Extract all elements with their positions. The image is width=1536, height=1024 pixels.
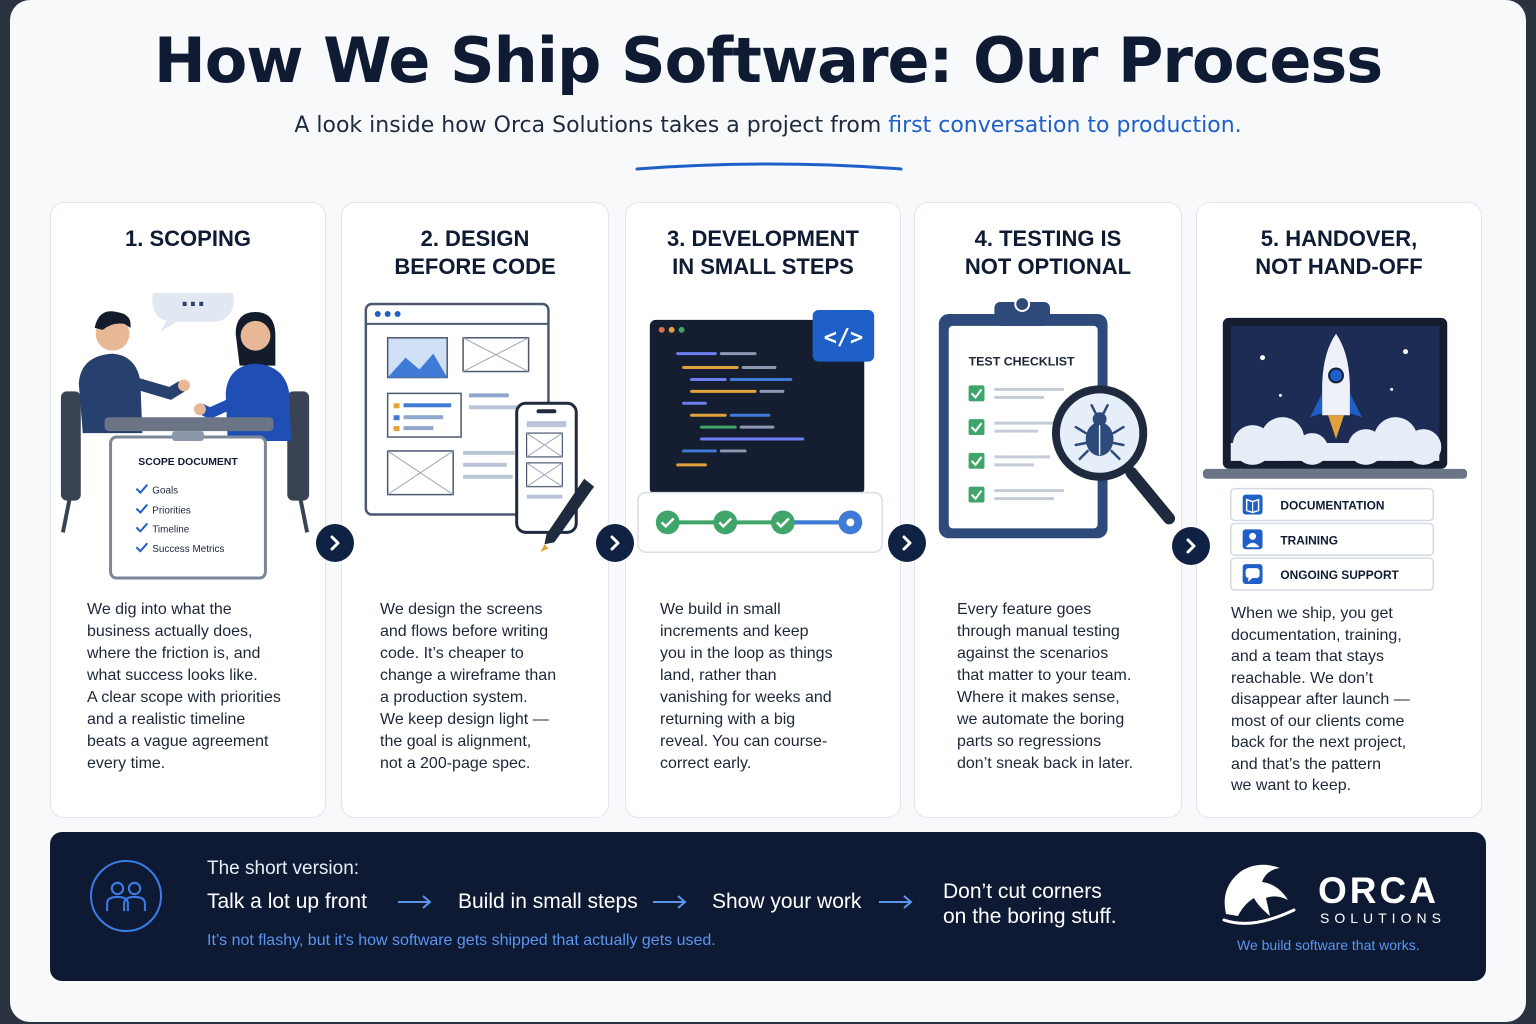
chevron-right-icon (316, 524, 354, 562)
step-title: 3. DEVELOPMENT IN SMALL STEPS (667, 226, 859, 279)
step-title: 1. SCOPING (125, 226, 251, 251)
step-card-testing: 4. TESTING IS NOT OPTIONAL TEST CHECKLIS… (914, 202, 1182, 818)
chevron-right-icon (1172, 527, 1210, 565)
step-card-handover: 5. HANDOVER, NOT HAND-OFF (1196, 202, 1482, 818)
wireframe-illustration (364, 302, 595, 553)
svg-text:DOCUMENTATION: DOCUMENTATION (1280, 499, 1384, 513)
svg-text:SCOPE DOCUMENT: SCOPE DOCUMENT (138, 457, 238, 468)
deliverable-item: ONGOING SUPPORT (1230, 557, 1435, 591)
book-icon (1245, 498, 1260, 514)
summary-step-final: Don’t cut corners on the boring stuff. (943, 880, 1117, 928)
brand-name: ORCA (1318, 870, 1439, 911)
step-title: 5. HANDOVER, NOT HAND-OFF (1255, 226, 1423, 279)
summary-step: Build in small steps (458, 890, 638, 913)
progress-track (637, 491, 883, 553)
step-description: Every feature goes through manual testin… (957, 601, 1134, 772)
summary-note: It’s not flashy, but it’s how software g… (207, 932, 716, 949)
team-icon (90, 860, 162, 932)
rocket-icon (1310, 333, 1362, 440)
step-description: When we ship, you get documentation, tra… (1231, 605, 1410, 794)
svg-text:TRAINING: TRAINING (1280, 533, 1338, 547)
brand-tagline: We build software that works. (1237, 937, 1420, 953)
chevron-right-icon (596, 524, 634, 562)
summary-step: Show your work (712, 890, 862, 913)
scope-document: SCOPE DOCUMENT Goals Priorities Timeline… (109, 431, 267, 580)
pen-icon (540, 478, 595, 553)
user-icon (1245, 532, 1260, 548)
star-icon (1260, 349, 1409, 397)
title-underline (635, 162, 903, 171)
svg-text:TEST CHECKLIST: TEST CHECKLIST (969, 355, 1075, 369)
step-card-design: 2. DESIGN BEFORE CODE (341, 202, 609, 818)
page-title: How We Ship Software: Our Process (153, 24, 1383, 97)
step-card-development: 3. DEVELOPMENT IN SMALL STEPS (625, 202, 901, 818)
summary-banner: The short version: Talk a lot up front B… (50, 832, 1486, 981)
svg-text:ONGOING SUPPORT: ONGOING SUPPORT (1280, 568, 1399, 582)
speech-bubble-icon: ... (152, 293, 234, 332)
summary-step: Talk a lot up front (207, 890, 367, 913)
step-title: 2. DESIGN BEFORE CODE (394, 226, 556, 279)
step-card-scoping: 1. SCOPING ... (50, 202, 326, 818)
subtitle-highlight: first conversation to production. (888, 113, 1242, 138)
svg-text:Priorities: Priorities (152, 505, 191, 516)
scoping-illustration: ... (60, 293, 310, 580)
deliverable-item: TRAINING (1230, 522, 1435, 556)
arrow-right-icon (653, 895, 687, 909)
arrow-right-icon (398, 895, 432, 909)
svg-text:Timeline: Timeline (152, 524, 190, 535)
svg-text:</>: </> (824, 326, 863, 351)
page-subtitle: A look inside how Orca Solutions takes a… (10, 113, 1526, 138)
step-description: We build in small increments and keep yo… (660, 601, 833, 772)
code-illustration: </> (637, 309, 883, 553)
summary-label: The short version: (207, 858, 360, 879)
testing-illustration: TEST CHECKLIST (938, 296, 1176, 539)
svg-text:...: ... (181, 293, 206, 312)
step-title: 4. TESTING IS NOT OPTIONAL (964, 226, 1132, 279)
bug-magnifier-icon (1051, 385, 1176, 525)
checklist (968, 385, 1064, 503)
subtitle-lead: A look inside how Orca Solutions takes a… (294, 113, 882, 138)
code-icon: </> (812, 309, 875, 362)
step-description: We design the screens and flows before w… (380, 601, 557, 772)
person-icon (78, 311, 190, 434)
deliverable-item: DOCUMENTATION (1230, 487, 1435, 522)
arrow-right-icon (879, 895, 913, 909)
svg-text:Goals: Goals (152, 486, 178, 497)
process-infographic: How We Ship Software: Our Process A look… (10, 0, 1526, 1022)
chevron-right-icon (888, 524, 926, 562)
step-description: We dig into what the business actually d… (87, 601, 281, 772)
svg-text:Success Metrics: Success Metrics (152, 544, 224, 555)
brand-subname: SOLUTIONS (1320, 910, 1446, 926)
orca-logo-icon (1222, 864, 1296, 925)
launch-illustration: DOCUMENTATION TRAINING ONGOING SUPPORT (1202, 317, 1468, 591)
